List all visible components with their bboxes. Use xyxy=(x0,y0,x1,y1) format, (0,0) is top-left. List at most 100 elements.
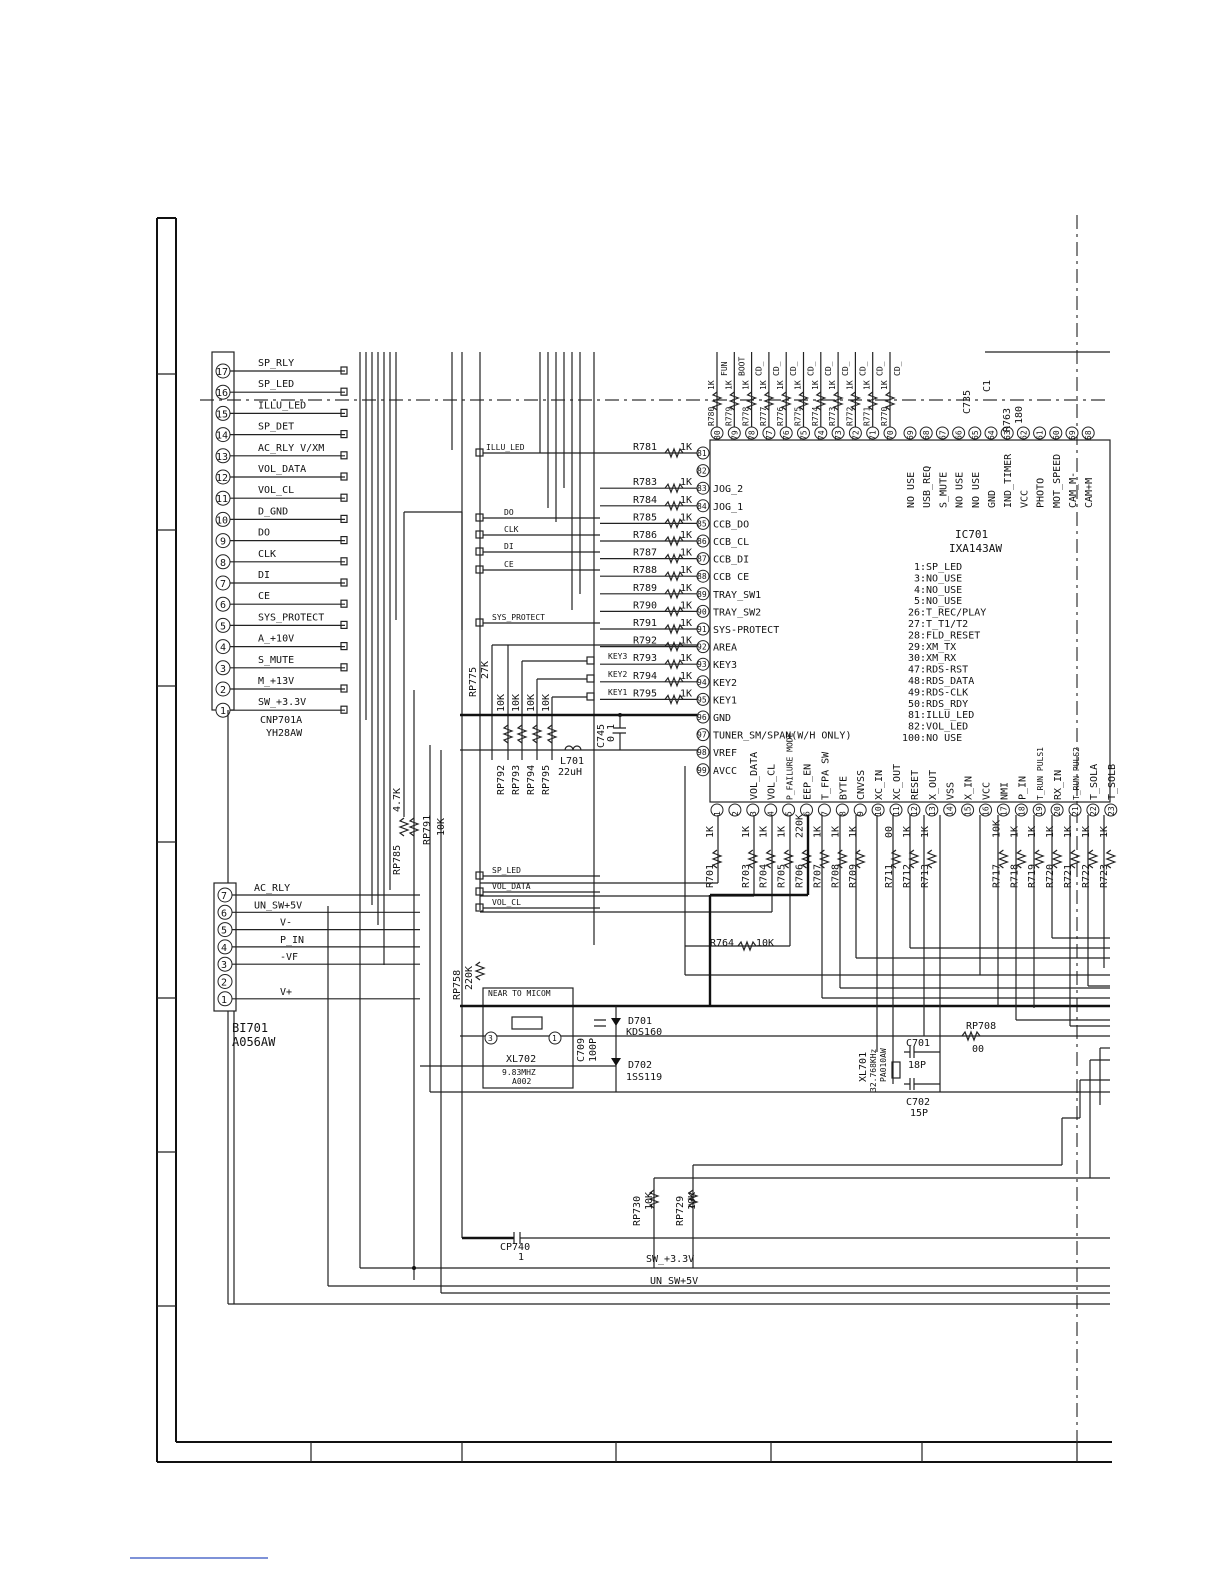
c709-ref: C709 xyxy=(576,1038,587,1062)
ic701-pin-list-entry: 26:T_REC/PLAY xyxy=(908,608,986,619)
c735-val: C1 xyxy=(982,380,993,392)
ic701-pin-resistor: R703 xyxy=(741,864,752,888)
ic701-pin-resistor: R770 xyxy=(880,407,889,426)
net-flag-sys_protect: SYS_PROTECT xyxy=(475,613,600,627)
ic701-pin-list-entry: 27:T_T1/T2 xyxy=(908,619,968,630)
ic701-pin-resistor-value: 1K xyxy=(680,618,692,629)
ic701-pin-net: CD_ xyxy=(841,361,850,376)
rp729-val: 10K xyxy=(687,1192,698,1210)
cp740-ref: CP740 xyxy=(500,1242,530,1253)
ic701-pin-number: 97 xyxy=(697,731,707,740)
ic701-pin-number: 18 xyxy=(1017,806,1026,816)
ic701-pin-resistor-value: 1K xyxy=(845,380,854,390)
net-flag-label: DI xyxy=(504,542,514,551)
ic701-pin-name: AREA xyxy=(713,643,737,654)
cnp701a-pin-number: 16 xyxy=(216,388,228,399)
ic701-pin-15: 15X_IN xyxy=(961,776,975,817)
ic701-pin-name: IND_TIMER xyxy=(1003,453,1014,508)
ic701-pin-resistor: R773 xyxy=(828,407,837,426)
net-flag-di: DI xyxy=(475,542,600,556)
r763-ref: R763 xyxy=(1002,408,1013,432)
c702-ref: C702 xyxy=(906,1097,930,1108)
ic701-pin-name: AVCC xyxy=(713,766,737,777)
ic701-pin-name: P_FAILURE MODE xyxy=(786,732,795,800)
ic701-pin-number: 23 xyxy=(1107,806,1116,816)
ic701-pin-name: SYS-PROTECT xyxy=(713,625,779,636)
ic701-pin-resistor-value: 1K xyxy=(830,826,841,838)
ic701-pin-number: 9 xyxy=(856,811,865,816)
c701-val: 18P xyxy=(908,1060,926,1071)
ic701-pin-number: 6 xyxy=(803,811,812,816)
ic701-pin-name: GND xyxy=(713,713,731,724)
net-flag-label: ILLU_LED xyxy=(486,443,525,452)
ic701-pin-name: T_FPA SW xyxy=(820,751,831,800)
ic701-pin-list-entry: 50:RDS_RDY xyxy=(908,699,968,710)
cnp701a-pin-label: AC_RLY V/XM xyxy=(258,443,324,454)
rp795-ref: RP795 xyxy=(541,765,552,795)
ic701-pin-resistor: R712 xyxy=(902,864,913,888)
bi701-pin-label: -VF xyxy=(280,952,298,963)
rp792-ref: RP792 xyxy=(496,765,507,795)
d701-ref: D701 xyxy=(628,1016,652,1027)
ic701-pin-name: VCC xyxy=(982,782,993,800)
ic701-pin-number: 98 xyxy=(697,748,707,757)
ic701-pin-net: BOOT xyxy=(737,357,746,376)
ic701-pin-number: 96 xyxy=(697,713,707,722)
ic701-pin-net: CD_ xyxy=(807,361,816,376)
ic701-pin-number: 92 xyxy=(697,643,707,652)
ic701-pin-number: 58 xyxy=(1084,430,1093,440)
ic701-pin-resistor: R772 xyxy=(845,407,854,426)
ic701-pin-net: CD_ xyxy=(789,361,798,376)
ic701-pin-number: 76 xyxy=(782,430,791,440)
rp708-val: 00 xyxy=(972,1044,984,1055)
bi701-pin-number: 3 xyxy=(221,960,227,971)
ic701-pin-list-entry: 82:VOL_LED xyxy=(908,722,968,733)
ic701-pin-name: PHOTO xyxy=(1036,478,1047,508)
rp792-val: 10K xyxy=(496,694,507,712)
svg-text:3: 3 xyxy=(488,1034,493,1043)
ic701-pin-resistor-value: 1K xyxy=(724,380,733,390)
ic701-pin-2: 2 xyxy=(728,803,742,817)
ic701-pin-resistor: R701 xyxy=(705,864,716,888)
ic701-pin-name: CAM+M xyxy=(1084,478,1095,508)
ic701-pin-resistor-value: 1K xyxy=(812,826,823,838)
ic701-pin-82: 82 xyxy=(696,464,710,478)
net-flag-sp_led: SP_LED xyxy=(475,866,600,880)
bi701-pin-label: V- xyxy=(280,918,292,929)
ic701-pin-number: 89 xyxy=(697,590,707,599)
cnp701a-pin-number: 17 xyxy=(216,367,228,378)
ic701-pin-resistor: R771 xyxy=(863,407,872,426)
ic701-pin-name: CCB_DO xyxy=(713,519,749,530)
ic701-pin-name: RX_IN xyxy=(1053,770,1064,800)
net-flag-vol_data: VOL_DATA xyxy=(475,882,600,896)
cnp701a-ref: CNP701A xyxy=(260,715,302,726)
rp729-ref: RP729 xyxy=(675,1196,686,1226)
net-flag-clk: CLK xyxy=(475,525,600,539)
ic701-pin-net: CD_ xyxy=(858,361,867,376)
ic701-pin-number: 20 xyxy=(1053,806,1062,816)
ic701-pin-number: 65 xyxy=(971,430,980,440)
ic701-pin-number: 4 xyxy=(767,811,776,816)
cnp701a-pin-label: D_GND xyxy=(258,506,288,517)
ic701-pin-resistor: R775 xyxy=(794,407,803,426)
net-flag-label: KEY1 xyxy=(608,688,627,697)
d701-val: KDS160 xyxy=(626,1027,662,1038)
net-flag-illu_led: ILLU_LED xyxy=(475,443,600,457)
ic701-pin-number: 74 xyxy=(817,430,826,440)
ic701-pin-number: 95 xyxy=(697,695,707,704)
rp785-val: 4.7K xyxy=(392,788,403,812)
ic701-pin-number: 88 xyxy=(697,572,707,581)
near-micom-note: NEAR TO MICOM xyxy=(488,989,551,998)
